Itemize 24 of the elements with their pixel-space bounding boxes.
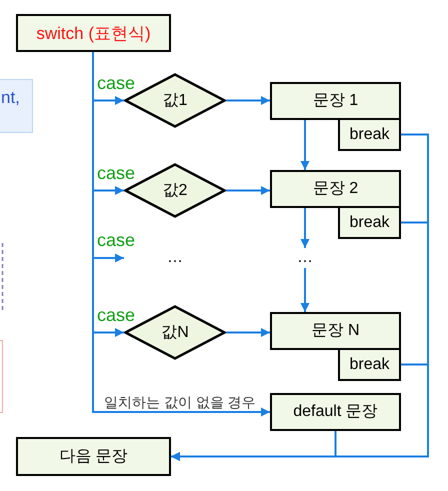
arrow [171,431,336,461]
edge-label: 일치하는 값이 없을 경우 [104,395,256,409]
arrow [226,328,270,337]
arrow [300,208,310,248]
process-box: default 문장 [270,393,401,431]
ellipsis-text: … [294,248,316,268]
process-box: 문장 N [270,312,401,350]
break-box: break [338,348,401,381]
edge-label: case [97,74,136,92]
edge-label: case [97,164,136,182]
arrow [226,96,270,105]
edge-label: case [97,231,136,249]
break-box: break [338,206,401,239]
edge-label: case [97,306,136,324]
arrow [300,268,310,312]
text-panel: nt, [0,79,33,133]
break-box: break [338,118,401,151]
arrow [300,120,310,170]
arrow [226,186,270,195]
process-box: 다음 문장 [16,437,171,476]
process-box: switch (표현식) [16,14,171,52]
ellipsis-text: … [164,248,186,268]
process-box: 문장 2 [270,170,401,208]
process-box: 문장 1 [270,82,401,120]
